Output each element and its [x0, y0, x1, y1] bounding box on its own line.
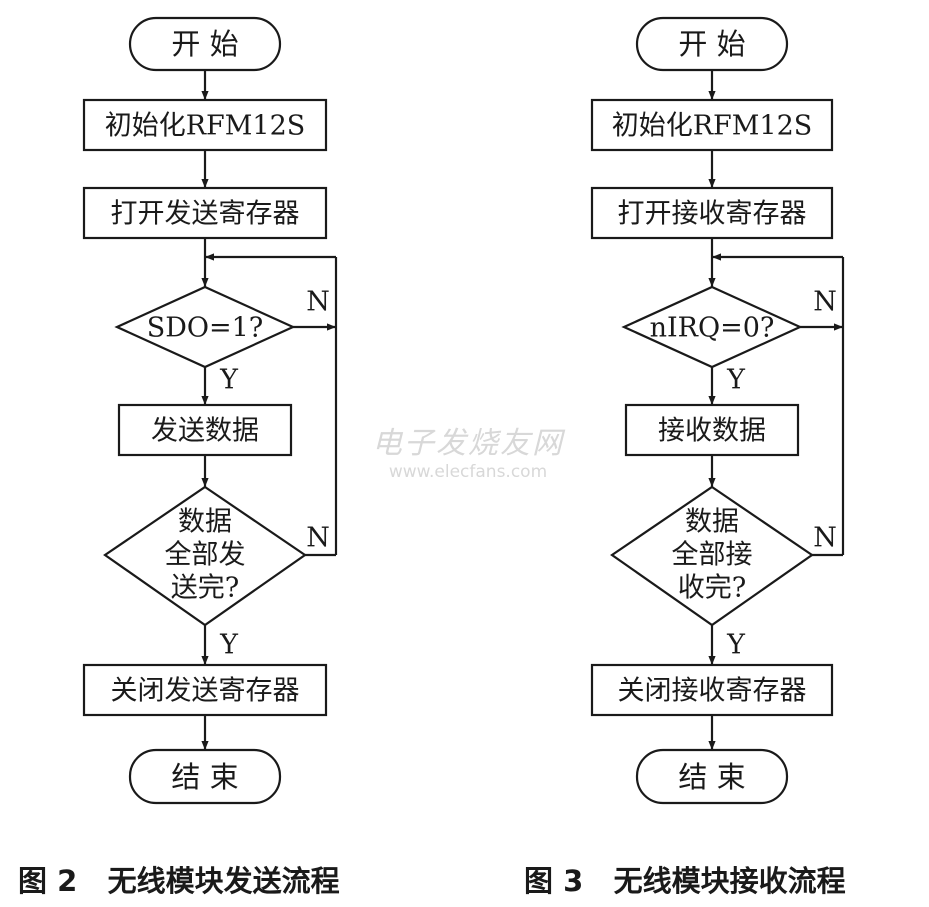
condition1-no-label: N: [813, 287, 837, 318]
open-register-label: 打开接收寄存器: [618, 199, 807, 230]
start-label: 开 始: [678, 27, 745, 61]
action-box: [624, 403, 800, 457]
condition2-label-line: 全部接: [672, 540, 753, 571]
condition2-yes-label: Y: [219, 630, 239, 661]
open-register-label: 打开发送寄存器: [111, 199, 300, 230]
init-box: [590, 98, 834, 152]
end-terminator: [635, 748, 789, 805]
watermark: 电子发烧友网 www.elecfans.com: [368, 418, 568, 482]
close-register-label: 关闭接收寄存器: [618, 676, 807, 707]
end-terminator: [128, 748, 282, 805]
close-register-box: [590, 663, 834, 717]
end-label: 结 束: [678, 760, 745, 794]
condition2-no-label: N: [813, 523, 837, 554]
condition2-yes-label: Y: [726, 630, 746, 661]
condition2-label-line: 全部发: [165, 540, 246, 571]
caption-figure-3: 图 3 无线模块接收流程: [524, 864, 846, 898]
condition1-label: nIRQ=0?: [650, 313, 775, 344]
caption-figure-2: 图 2 无线模块发送流程: [18, 864, 340, 898]
condition2-label-line: 数据: [685, 507, 739, 538]
action-label: 接收数据: [658, 416, 766, 447]
condition2-label-line: 送完?: [171, 573, 239, 604]
condition2-label-line: 数据: [178, 507, 232, 538]
close-register-label: 关闭发送寄存器: [111, 676, 300, 707]
condition1-yes-label: Y: [219, 365, 239, 396]
watermark-url: www.elecfans.com: [388, 462, 548, 482]
condition1-label: SDO=1?: [147, 313, 264, 344]
init-label: 初始化RFM12S: [612, 111, 813, 142]
open-register-box: [590, 186, 834, 240]
condition1-yes-label: Y: [726, 365, 746, 396]
action-label: 发送数据: [151, 416, 259, 447]
condition1-no-label: N: [306, 287, 330, 318]
close-register-box: [82, 663, 328, 717]
condition2-label-line: 收完?: [678, 573, 746, 604]
watermark-cn: 电子发烧友网: [372, 426, 564, 461]
end-label: 结 束: [171, 760, 238, 794]
start-label: 开 始: [171, 27, 238, 61]
condition2-no-label: N: [306, 523, 330, 554]
init-label: 初始化RFM12S: [105, 111, 306, 142]
